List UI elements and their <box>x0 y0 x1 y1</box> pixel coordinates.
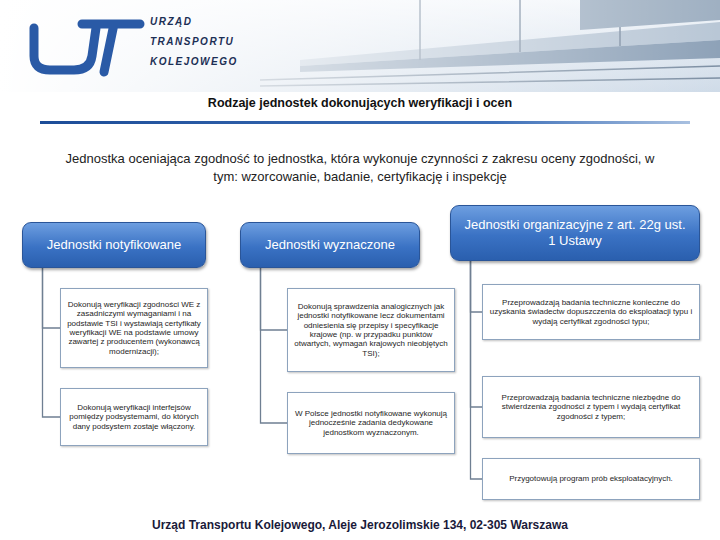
box-text: Przeprowadzają badania techniczne koniec… <box>489 298 693 326</box>
logo-t <box>82 24 140 72</box>
description-box: Dokonują sprawdzenia analogicznych jak j… <box>287 288 455 372</box>
text-group: Jednostki organizacyjne z art. 22g ust. … <box>461 217 689 248</box>
slide-title: Rodzaje jednostek dokonujących weryfikac… <box>60 96 660 110</box>
category-header: Jednostki wyznaczone <box>240 222 420 268</box>
text-group: Jednostki notyfikowane <box>47 237 181 253</box>
definition-text: Jednostka oceniająca zgodność to jednost… <box>55 150 665 185</box>
logo-u <box>34 28 96 70</box>
box-text: Dokonują sprawdzenia analogicznych jak j… <box>294 302 448 359</box>
header-text: Jednostki wyznaczone <box>265 237 395 253</box>
logo-text: KOLEJOWEGO <box>150 56 260 67</box>
connector-line <box>471 261 483 479</box>
photo-ground <box>0 0 720 92</box>
box-text: Dokonują weryfikacji zgodności WE z zasa… <box>67 300 201 357</box>
connector-line <box>261 268 288 330</box>
connector-line <box>471 261 483 407</box>
connector-line <box>471 261 483 312</box>
box-text: Dokonują weryfikacji interfejsów pomiędz… <box>67 403 201 431</box>
text-group: Przeprowadzają badania techniczne koniec… <box>489 298 693 326</box>
box-text: W Polsce jednostki notyfikowane wykonują… <box>294 409 448 437</box>
logo-text: TRANSPORTU <box>150 36 260 47</box>
footer-address: Urząd Transportu Kolejowego, Aleje Jeroz… <box>60 518 660 532</box>
description-box: Przygotowują program prób eksploatacyjny… <box>482 458 700 500</box>
text-group: Jednostki wyznaczone <box>265 237 395 253</box>
description-box: Dokonują weryfikacji interfejsów pomiędz… <box>60 388 208 446</box>
category-header: Jednostki organizacyjne z art. 22g ust. … <box>450 205 700 261</box>
box-text: Przygotowują program prób eksploatacyjny… <box>509 474 673 483</box>
text-group: Przeprowadzają badania techniczne niezbę… <box>489 393 693 421</box>
description-box: W Polsce jednostki notyfikowane wykonują… <box>287 392 455 454</box>
category-header: Jednostki notyfikowane <box>22 222 206 268</box>
header-text: Jednostki notyfikowane <box>47 237 181 253</box>
logo-text: URZĄD <box>150 16 260 27</box>
text-group: Dokonują weryfikacji zgodności WE z zasa… <box>67 300 201 357</box>
train-photo <box>0 0 720 92</box>
description-box: Dokonują weryfikacji zgodności WE z zasa… <box>60 288 208 368</box>
box-text: Przeprowadzają badania techniczne niezbę… <box>489 393 693 421</box>
connector-line <box>43 268 61 328</box>
text-group: W Polsce jednostki notyfikowane wykonują… <box>294 409 448 437</box>
description-box: Przeprowadzają badania techniczne koniec… <box>482 284 700 340</box>
text-group: Przygotowują program prób eksploatacyjny… <box>509 474 673 483</box>
text-group: Dokonują weryfikacji interfejsów pomiędz… <box>67 403 201 431</box>
connector-line <box>261 268 288 423</box>
text-group: Dokonują sprawdzenia analogicznych jak j… <box>294 302 448 359</box>
description-box: Przeprowadzają badania techniczne niezbę… <box>482 376 700 438</box>
photo-fade <box>0 0 720 92</box>
title-rule <box>40 121 690 124</box>
header-text: Jednostki organizacyjne z art. 22g ust. … <box>461 217 689 248</box>
connector-line <box>43 268 61 417</box>
